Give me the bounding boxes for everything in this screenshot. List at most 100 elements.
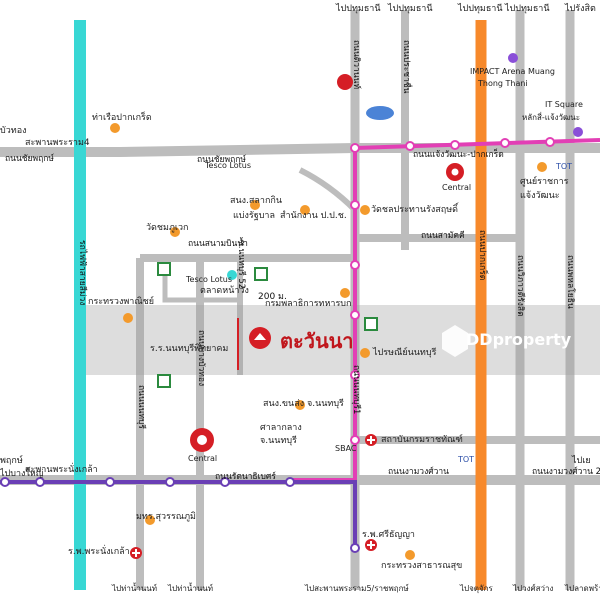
poi-label: Tesco Lotus — [186, 275, 233, 284]
poi-dot — [110, 123, 120, 133]
station-dot — [350, 543, 360, 553]
poi-label: TOT — [556, 162, 573, 171]
poi-dot — [537, 162, 547, 172]
station-dot — [165, 477, 175, 487]
central-logo — [190, 428, 214, 452]
seven-eleven-icons — [157, 262, 378, 388]
station-dot — [285, 477, 295, 487]
road-label: ถนนสนามบินน้ำ — [188, 239, 248, 249]
poi-label: ศาลากลาง — [260, 423, 302, 433]
poi-dots — [110, 53, 583, 560]
road-label: ซ.นนทบุรี 52 — [236, 240, 246, 290]
property-pin-icon — [249, 327, 271, 349]
poi-label: หลักสี่-แจ้งวัฒนะ — [522, 113, 581, 122]
poi-label: IT Square — [545, 100, 583, 109]
station-dot — [35, 477, 45, 487]
poi-label: ท่าเรือปากเกร็ด — [92, 113, 152, 123]
poi-dot — [573, 127, 583, 137]
road-label: ถนนแจ้งวัฒนะ-ปากเกร็ด — [413, 150, 504, 160]
poi-label: สะพานพระนั่งเกล้า — [25, 465, 98, 475]
poi-label: วัดชมภูเวก — [146, 223, 189, 233]
station-dot — [350, 200, 360, 210]
road-label: ถนนงามวงศ์วาน — [388, 467, 449, 477]
poi-label: กระทรวงสาธารณสุข — [381, 561, 463, 571]
station-dot — [350, 260, 360, 270]
central-logo-2 — [446, 163, 464, 181]
station-dot — [105, 477, 115, 487]
poi-label: มทร.สุวรรณภูมิ — [136, 512, 196, 522]
poi-dot — [250, 200, 260, 210]
poi-label: สะพานพระราม4 — [25, 138, 90, 148]
left-label: ไปบางใหญ่ — [0, 469, 44, 479]
left-label: บัวทอง — [0, 126, 27, 136]
top-label: ไปรังสิต — [565, 4, 596, 14]
bottom-label: ไปลาดพร้าว — [565, 584, 600, 593]
road-label: ถนนพหลโยธิน — [565, 255, 575, 309]
poi-dot — [300, 205, 310, 215]
bottom-label: ไปท่าน้ำนนท์ — [112, 584, 158, 593]
right-label: ไปเย — [572, 456, 591, 466]
road-label: ถนนสามัคคี — [421, 231, 465, 241]
poi-label: ร.พ.พระนั่งเกล้า — [68, 547, 130, 557]
bottom-label: ไปจตุจักร — [460, 584, 493, 593]
poi-dot — [123, 313, 133, 323]
poi-label: ไปรษณีย์นนทบุรี — [373, 348, 437, 358]
top-label: ไปปทุมธานี — [505, 4, 550, 14]
road-label: ถนนวิภาวดีรังสิต — [515, 255, 525, 317]
poi-label: แจ้งวัฒนะ — [520, 191, 560, 201]
poi-label: TOT — [458, 455, 475, 464]
station-dot — [350, 435, 360, 445]
road-label: ถนนติวานนท์ — [351, 40, 361, 90]
distance-label: 200 ม. — [258, 292, 287, 302]
poi-label: จ.นนทบุรี — [260, 436, 297, 446]
road-label: ถนนงามวงศ์วาน 2 — [532, 467, 600, 477]
station-dots — [350, 137, 555, 445]
poi-dot — [145, 515, 155, 525]
bottom-label: ไปท่าน้ำนนท์ — [168, 584, 214, 593]
watermark-text: DDproperty — [466, 330, 572, 349]
ddproperty-logo-icon — [442, 325, 468, 357]
poi-label: SBAC — [335, 444, 357, 453]
poi-label: แบ่งรัฐบาล — [233, 211, 275, 221]
road-label: ถนนชัยพฤกษ์ — [197, 155, 247, 165]
poi-dot — [508, 53, 518, 63]
left-label: พฤกษ์ — [0, 456, 23, 466]
poi-label: สถาบันกรมราชทัณฑ์ — [381, 435, 463, 445]
station-dot — [450, 140, 460, 150]
hospital-crosses — [132, 436, 375, 557]
road-label: ถนนนนทบุรี1 — [351, 365, 361, 415]
poi-label: ร.พ.ศรีธัญญา — [362, 530, 415, 540]
station-dot — [545, 137, 555, 147]
gas-station-icon — [337, 74, 353, 90]
road-label: ถนนรัตนาธิเบศร์ — [215, 472, 276, 482]
road-label: ถนนนนทบุรี — [136, 385, 146, 429]
top-label: ไปปทุมธานี — [336, 4, 381, 14]
bottom-label: ไปสะพานพระราม5/ราชพฤกษ์ — [305, 584, 409, 593]
poi-dot — [295, 400, 305, 410]
poi-dot — [227, 270, 237, 280]
poi-label: ศูนย์ราชการ — [520, 177, 569, 187]
station-dot — [350, 310, 360, 320]
station-dot — [0, 477, 10, 487]
road-label: ถนนปากเกร็ด — [477, 230, 487, 281]
poi-label: สนง.สลากกิน — [230, 196, 283, 206]
poi-dot — [170, 227, 180, 237]
station-dot — [220, 477, 230, 487]
poi-dot — [360, 348, 370, 358]
road-curve — [298, 167, 358, 213]
poi-label: กรมพลาธิการทหารบก — [265, 299, 352, 309]
poi-label: วัดชลประทานรังสฤษดิ์ — [371, 205, 458, 215]
left-label: ถนนชัยพฤกษ์ — [5, 154, 55, 164]
poi-label: IMPACT Arena Muang — [470, 67, 555, 76]
poi-label: ร.ร.นนทบุรีพิทยาคม — [150, 344, 229, 354]
road-chaiyapruek — [0, 143, 600, 157]
road-label: ถนนประชาชื่น — [401, 40, 411, 94]
poi-label: Thong Thani — [478, 79, 528, 88]
poi-label: สำนักงาน ป.ป.ช. — [280, 211, 347, 221]
poi-dot — [360, 205, 370, 215]
ngv-icon — [366, 106, 394, 120]
poi-dot — [340, 288, 350, 298]
poi-label: สนง.ขนส่ง จ.นนทบุรี — [263, 399, 344, 409]
poi-label: Central — [188, 454, 218, 463]
